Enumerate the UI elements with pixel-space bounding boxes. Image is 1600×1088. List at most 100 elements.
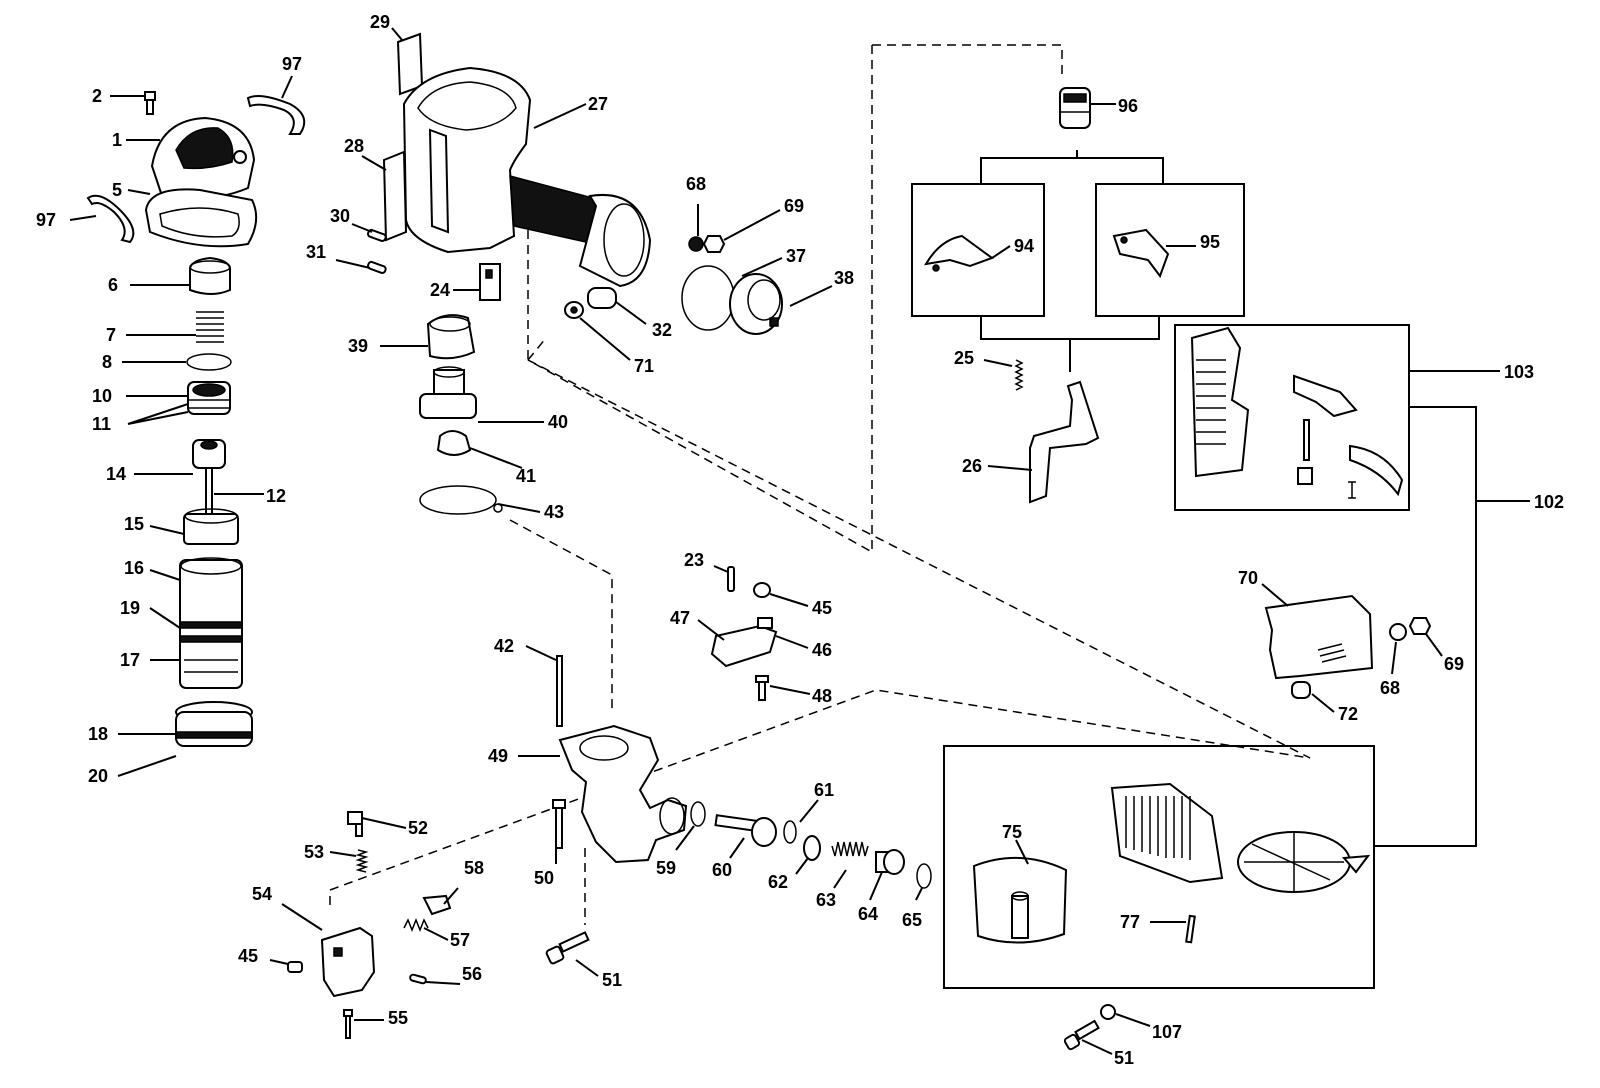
callout-60: 60: [712, 860, 732, 880]
callout-49: 49: [488, 746, 508, 766]
part-45-bushing: [753, 582, 771, 598]
part-51-screw-b: [1063, 1019, 1100, 1051]
callout-58: 58: [464, 858, 484, 878]
callout-39: 39: [348, 336, 368, 356]
part-43-gasket: [419, 485, 503, 515]
part-52-pin: [347, 811, 363, 837]
callout-52: 52: [408, 818, 428, 838]
part-2-screw: [144, 91, 156, 115]
callout-31: 31: [306, 242, 326, 262]
part-53-spring: [355, 849, 369, 873]
callout-10: 10: [92, 386, 112, 406]
callout-97-left: 97: [36, 210, 56, 230]
callout-51-right: 51: [1114, 1048, 1134, 1068]
body-housing-parts: [367, 32, 652, 515]
callout-45-mid: 45: [812, 598, 832, 618]
part-69-nut: [702, 235, 726, 253]
callout-11: 11: [92, 414, 111, 434]
part-45-bushing-b: [287, 961, 303, 973]
callout-70: 70: [1238, 568, 1258, 588]
part-7-spring: [196, 311, 224, 343]
callout-27: 27: [588, 94, 608, 114]
part-77-pin: [1185, 914, 1196, 944]
part-97-bracket-left: [86, 194, 135, 244]
callout-37: 37: [786, 246, 806, 266]
part-42-rod: [556, 655, 563, 727]
part-60-valve-stem: [714, 814, 777, 847]
part-10-valve: [187, 381, 231, 415]
callout-29: 29: [370, 12, 390, 32]
part-29-label: [396, 32, 424, 96]
part-47-trigger: [710, 617, 778, 668]
part-71-spacer: [564, 301, 584, 319]
part-27-frame: [402, 66, 652, 288]
callout-26: 26: [962, 456, 982, 476]
part-26-feed-pawl: [1029, 380, 1100, 504]
callout-46: 46: [812, 640, 832, 660]
part-64-valve: [875, 849, 905, 875]
part-magazine-canister: [1110, 782, 1224, 884]
callout-40: 40: [548, 412, 568, 432]
callout-2: 2: [92, 86, 102, 106]
callout-69-top: 69: [784, 196, 804, 216]
callout-65: 65: [902, 910, 922, 930]
callout-62: 62: [768, 872, 788, 892]
part-70-magazine: [1264, 594, 1374, 680]
callout-38: 38: [834, 268, 854, 288]
callout-57: 57: [450, 930, 470, 950]
trigger-parts: [545, 566, 932, 965]
part-68-washer: [688, 236, 704, 252]
part-50-screw: [552, 799, 566, 849]
part-56-pin: [409, 973, 427, 985]
part-canister-door: [1237, 831, 1371, 893]
callout-15: 15: [124, 514, 144, 534]
callout-5: 5: [112, 180, 122, 200]
part-18-cylinder-seal: [175, 701, 253, 747]
callout-6: 6: [108, 275, 118, 295]
part-58-lever: [422, 894, 452, 916]
part-31-pin: [367, 260, 387, 274]
callout-68-right: 68: [1380, 678, 1400, 698]
callout-14: 14: [106, 464, 126, 484]
callout-24: 24: [430, 280, 450, 300]
exhaust-parts: [564, 235, 783, 335]
part-49-nose-body: [558, 724, 688, 864]
part-23-pin: [727, 566, 735, 592]
part-96-valve: [1059, 87, 1091, 129]
part-28-label: [382, 150, 408, 242]
part-72-spacer: [1291, 681, 1311, 699]
callout-55: 55: [388, 1008, 408, 1028]
part-30-pin: [367, 228, 387, 242]
part-61-o-ring: [783, 820, 797, 844]
callout-94: 94: [1014, 236, 1034, 256]
callout-97-top: 97: [282, 54, 302, 74]
part-75-cap: [972, 857, 1068, 944]
callout-25: 25: [954, 348, 974, 368]
callout-71: 71: [634, 356, 654, 376]
part-38-exhaust-deflector: [729, 273, 783, 335]
callout-20: 20: [88, 766, 108, 786]
part-103-kit: [1190, 326, 1404, 499]
callout-75: 75: [1002, 822, 1022, 842]
part-97-bracket-top: [246, 95, 306, 135]
callout-96: 96: [1118, 96, 1138, 116]
callout-72: 72: [1338, 704, 1358, 724]
callout-53: 53: [304, 842, 324, 862]
part-1-cylinder-cap: [150, 116, 256, 200]
callout-32: 32: [652, 320, 672, 340]
part-40-plug: [419, 366, 477, 419]
part-95-feeder: [1112, 228, 1170, 279]
callout-30: 30: [330, 206, 350, 226]
callout-12: 12: [266, 486, 286, 506]
part-107-washer: [1100, 1004, 1116, 1020]
part-15-bumper: [183, 508, 239, 545]
callout-107: 107: [1152, 1022, 1182, 1042]
part-5-gasket: [144, 188, 258, 248]
callout-61: 61: [814, 780, 834, 800]
left-column-parts: [86, 91, 306, 747]
callout-8: 8: [102, 352, 112, 372]
callout-labels: 29 2 97 1 5 97 27 28 30 31 6 24 68 69 37…: [36, 12, 1564, 1068]
callout-63: 63: [816, 890, 836, 910]
part-54-bracket: [320, 926, 376, 998]
callout-68-top: 68: [686, 174, 706, 194]
